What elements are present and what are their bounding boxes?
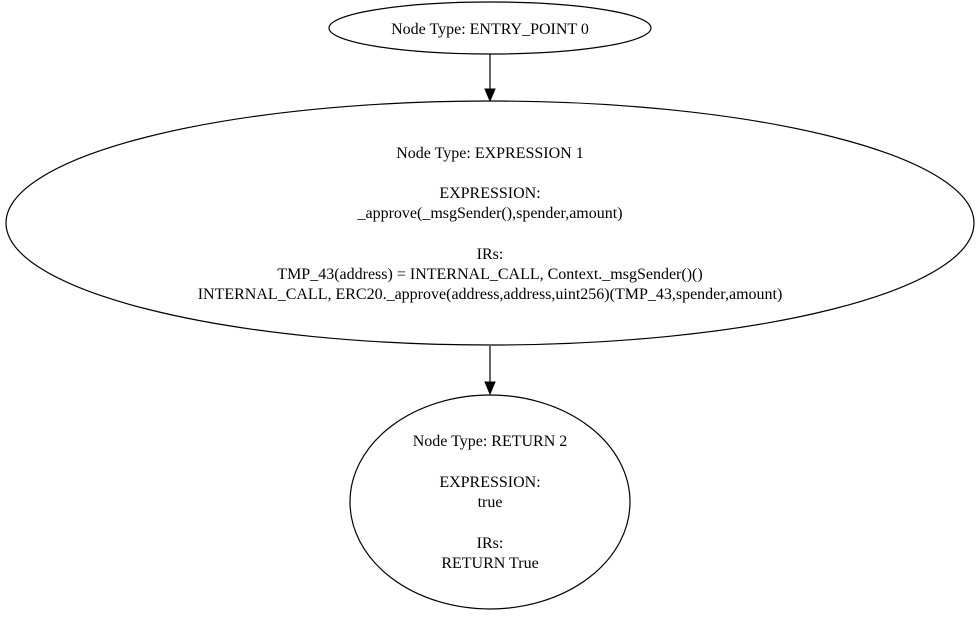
node-expression-irs-heading: IRs: — [477, 246, 504, 263]
node-return: Node Type: RETURN 2 EXPRESSION: true IRs… — [349, 394, 631, 610]
node-return-expression-value: true — [478, 494, 503, 511]
node-expression-expression-value: _approve(_msgSender(),spender,amount) — [356, 205, 622, 222]
edge-expression-to-return — [484, 346, 496, 396]
node-expression-title: Node Type: EXPRESSION 1 — [396, 145, 583, 162]
node-return-irs-heading: IRs: — [477, 535, 504, 552]
node-return-ir-line-1: RETURN True — [441, 555, 538, 572]
node-entry-point-shape — [328, 1, 652, 55]
edge-entry-to-expression — [484, 54, 496, 103]
node-return-title: Node Type: RETURN 2 — [413, 433, 568, 450]
node-return-shape — [349, 394, 631, 610]
node-return-expression-heading: EXPRESSION: — [439, 474, 540, 491]
node-expression-ir-line-1: TMP_43(address) = INTERNAL_CALL, Context… — [277, 266, 702, 283]
node-expression-ir-line-2: INTERNAL_CALL, ERC20._approve(address,ad… — [198, 286, 783, 303]
node-expression-expression-heading: EXPRESSION: — [439, 185, 540, 202]
node-entry-point-label: Node Type: ENTRY_POINT 0 — [391, 21, 589, 38]
node-entry-point: Node Type: ENTRY_POINT 0 — [328, 1, 652, 55]
node-expression-shape — [5, 100, 975, 346]
node-expression: Node Type: EXPRESSION 1 EXPRESSION: _app… — [5, 100, 975, 346]
